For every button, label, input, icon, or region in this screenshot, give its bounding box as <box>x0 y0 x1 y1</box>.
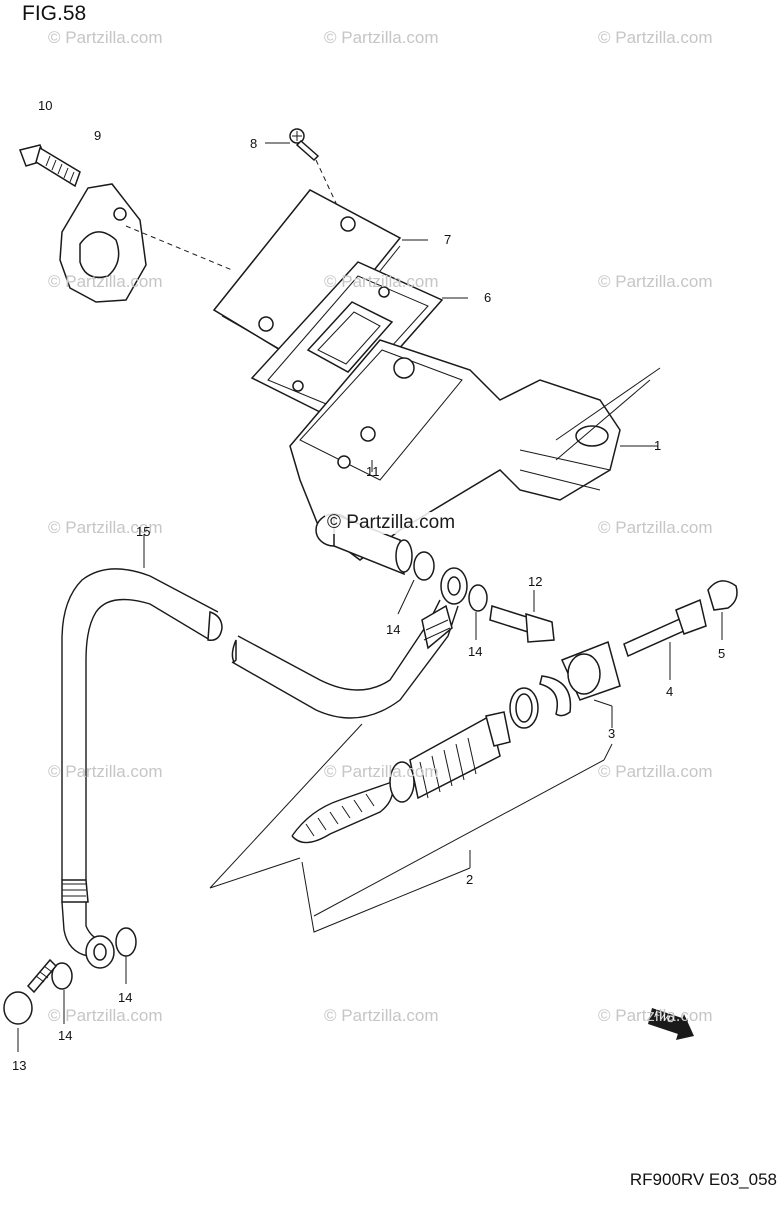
watermark: © Partzilla.com <box>598 28 713 47</box>
callout-12[interactable]: 12 <box>528 574 543 589</box>
callout-14-lower-left[interactable]: 14 <box>58 1028 73 1043</box>
washers-and-banjo-drawing <box>397 551 488 640</box>
callout-3[interactable]: 3 <box>608 726 616 741</box>
watermark: © Partzilla.com <box>598 272 713 291</box>
diaphragm-6-drawing <box>250 261 468 421</box>
callout-4[interactable]: 4 <box>666 684 674 699</box>
callout-1[interactable]: 1 <box>654 438 662 453</box>
hose-15-drawing <box>61 534 459 969</box>
watermark: © Partzilla.com <box>48 28 163 47</box>
callout-2[interactable]: 2 <box>466 872 474 887</box>
watermark: © Partzilla.com <box>598 518 713 537</box>
callout-14-lower-right[interactable]: 14 <box>118 990 133 1005</box>
watermark: © Partzilla.com <box>324 1006 439 1025</box>
callout-8[interactable]: 8 <box>250 136 258 151</box>
callout-14-upper-left[interactable]: 14 <box>386 622 401 637</box>
watermark-center: © Partzilla.com <box>325 512 458 534</box>
callout-9[interactable]: 9 <box>94 128 102 143</box>
watermark: © Partzilla.com <box>324 28 439 47</box>
watermark: © Partzilla.com <box>598 1006 713 1025</box>
clamp-9-drawing <box>59 183 233 303</box>
screw-8-drawing <box>265 128 343 217</box>
watermark: © Partzilla.com <box>48 762 163 781</box>
watermark: © Partzilla.com <box>48 1006 163 1025</box>
figure-title: FIG.58 <box>22 2 87 25</box>
callout-15[interactable]: 15 <box>136 524 151 539</box>
watermark: © Partzilla.com <box>48 518 163 537</box>
callout-10[interactable]: 10 <box>38 98 53 113</box>
watermark: © Partzilla.com <box>598 762 713 781</box>
watermark: © Partzilla.com <box>324 762 439 781</box>
bolt-12-drawing <box>489 590 555 643</box>
lower-fittings-drawing <box>3 927 137 1052</box>
callout-11[interactable]: 11 <box>366 464 380 479</box>
bolt-10-drawing <box>19 144 81 188</box>
figure-code: RF900RV E03_058 <box>629 1170 777 1189</box>
callout-14-upper-right[interactable]: 14 <box>468 644 483 659</box>
piston-kit-drawing <box>209 580 738 933</box>
watermark: © Partzilla.com <box>324 272 439 291</box>
fwd-arrow-drawing <box>648 1008 694 1040</box>
master-cylinder-1-drawing <box>289 339 661 576</box>
callout-13[interactable]: 13 <box>12 1058 27 1073</box>
callout-6[interactable]: 6 <box>484 290 492 305</box>
watermark: © Partzilla.com <box>48 272 163 291</box>
callout-5[interactable]: 5 <box>718 646 726 661</box>
callout-7[interactable]: 7 <box>444 232 452 247</box>
